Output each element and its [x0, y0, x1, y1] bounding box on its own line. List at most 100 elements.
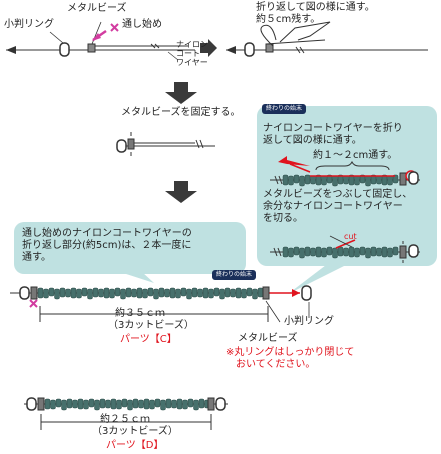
bead — [131, 288, 137, 298]
bead — [116, 399, 122, 410]
tag-finish-part-c: 終わりの始末 — [212, 270, 257, 280]
bead — [198, 398, 205, 409]
bead — [359, 246, 366, 256]
label-start-point: 通し始め — [122, 19, 162, 30]
bead — [365, 175, 371, 187]
callout-right-measure: 約１～２cm通す。 — [313, 150, 398, 161]
callout-strand-2 — [270, 235, 420, 263]
bead — [83, 399, 89, 410]
bead — [310, 247, 316, 257]
bead — [208, 288, 214, 299]
bead — [149, 399, 155, 410]
callout-right-text2: メタルビーズをつぶして固定し、 余分なナイロンコートワイヤー を切る。 — [263, 189, 413, 224]
bead — [176, 398, 183, 410]
callout-right-tail — [288, 262, 352, 294]
bead — [288, 247, 294, 258]
bead — [147, 287, 154, 297]
bead — [54, 288, 60, 300]
bead — [282, 174, 289, 186]
bead — [282, 246, 289, 258]
bead — [160, 399, 166, 411]
bead — [92, 287, 99, 298]
bead — [70, 287, 77, 299]
bead — [110, 398, 117, 410]
bead — [326, 246, 333, 256]
bead — [348, 246, 355, 258]
bead — [241, 288, 247, 299]
bead — [315, 174, 322, 186]
bead — [392, 174, 399, 184]
part-c-beads: （3カットビーズ） — [108, 320, 194, 331]
bead — [98, 288, 104, 298]
part-d-length: 約２５ｃｍ — [100, 414, 150, 425]
bead — [165, 398, 172, 409]
bead — [332, 175, 338, 187]
bead — [158, 287, 165, 298]
bead — [230, 288, 236, 298]
bead — [169, 287, 176, 299]
bead — [370, 174, 377, 185]
bead — [246, 287, 253, 297]
callout-right-bubble — [257, 106, 437, 266]
part-c-name: パーツ【C】 — [120, 334, 177, 345]
bead — [171, 399, 177, 409]
callout-strand-1 — [270, 156, 420, 187]
bead — [114, 287, 121, 297]
step2-wire — [116, 132, 215, 156]
bead — [381, 174, 388, 186]
down-arrow-1 — [165, 82, 197, 104]
bead — [376, 175, 382, 185]
bead — [65, 288, 71, 298]
bead — [50, 399, 56, 410]
bead — [143, 398, 150, 410]
bead — [197, 288, 203, 298]
bead — [186, 288, 192, 300]
tag-finish-right: 終わりの始末 — [262, 104, 307, 114]
part-d-name: パーツ【D】 — [106, 440, 164, 451]
bead — [332, 247, 338, 259]
bead — [180, 287, 187, 297]
bead — [37, 287, 44, 299]
small-ring-step1 — [59, 42, 70, 57]
bead — [299, 175, 305, 187]
bead — [387, 247, 393, 258]
bead — [326, 174, 333, 184]
bead — [348, 174, 355, 186]
part-d-strand — [24, 397, 228, 430]
bead — [304, 174, 311, 185]
bead — [288, 175, 294, 186]
bead — [304, 246, 311, 257]
part-c-length: 約３５ｃｍ — [115, 308, 165, 319]
bead — [354, 247, 360, 258]
bead — [105, 399, 111, 409]
part-c-note: ※丸リングはしっかり閉じて おいてください。 — [226, 347, 355, 370]
bead — [310, 175, 316, 185]
callout-left-text: 通し始めのナイロンコートワイヤーの 折り返し部分(約5cm)は、２本一度に 通す… — [22, 228, 192, 263]
bead — [48, 287, 55, 297]
label-metal-bead-top: メタルビーズ — [67, 3, 127, 14]
label-cut: cut — [344, 232, 357, 241]
step1-instruction: 折り返して図の様に通す。 約５cm残す。 — [256, 2, 375, 25]
bead — [299, 247, 305, 259]
bead — [387, 175, 393, 186]
bead — [61, 399, 67, 411]
bead — [87, 288, 93, 300]
bead — [66, 398, 73, 409]
bead — [81, 287, 88, 297]
bead — [125, 287, 132, 298]
step1-left-wire — [6, 21, 195, 61]
part-c-strand — [10, 285, 312, 323]
bead — [103, 287, 110, 299]
part-c-small-ring: 小判リング — [284, 316, 334, 327]
bead — [154, 398, 161, 408]
bead — [77, 398, 84, 410]
bead — [72, 399, 78, 409]
bead — [132, 398, 139, 409]
part-d-beads: （3カットビーズ） — [92, 426, 178, 437]
bead — [109, 288, 115, 299]
bead — [224, 287, 231, 298]
bead — [43, 288, 49, 299]
metal-bead-step1 — [87, 43, 96, 53]
bead — [376, 247, 382, 257]
